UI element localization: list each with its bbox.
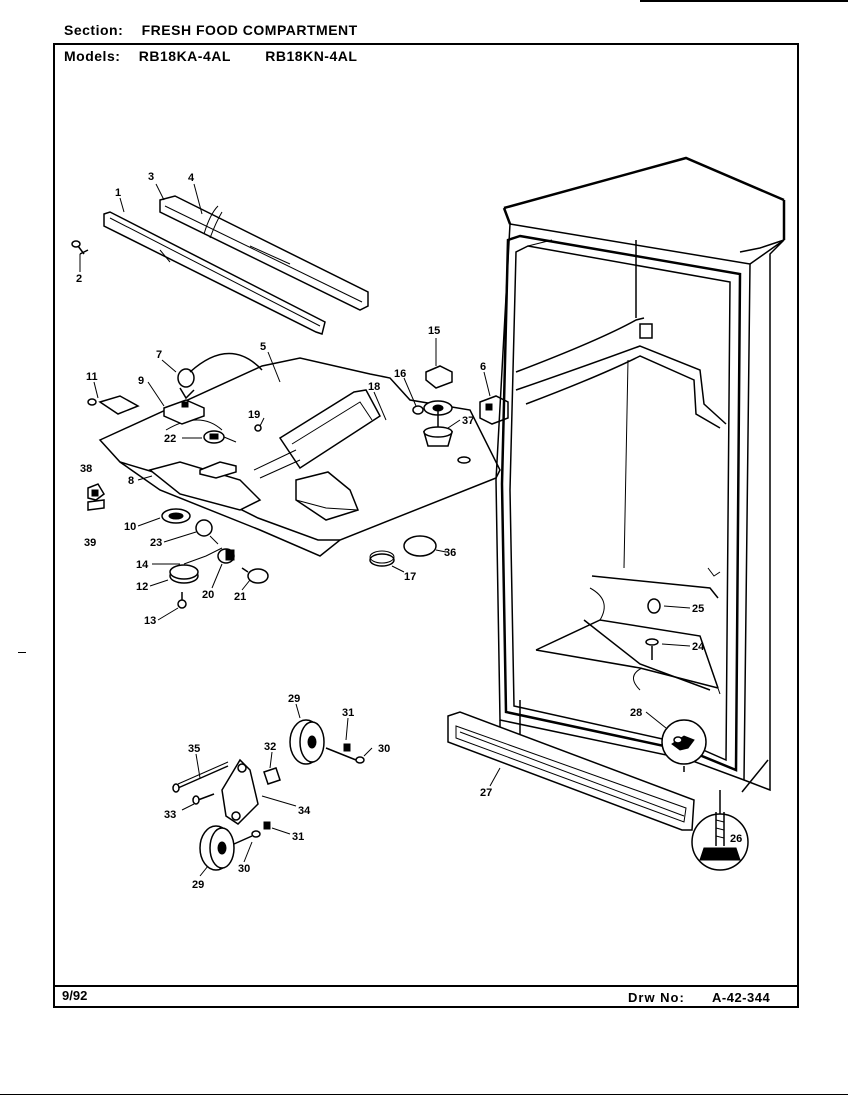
- axle-part-30-upper: [325, 747, 365, 764]
- callout-30-lower: 30: [238, 863, 250, 875]
- screw-part-2: [71, 240, 89, 255]
- models-label: Models:: [64, 48, 121, 64]
- hinge-part-6: [479, 395, 509, 425]
- drawing-number-label: Drw No:: [628, 990, 685, 1005]
- knob-part-37: [423, 426, 453, 447]
- model-number-2: RB18KN-4AL: [265, 48, 358, 64]
- callout-1: 1: [115, 187, 121, 199]
- ring-part-17: [369, 550, 395, 567]
- callout-35: 35: [188, 743, 200, 755]
- callout-36: 36: [444, 547, 456, 559]
- callout-19: 19: [248, 409, 260, 421]
- roller-part-29-lower: [199, 825, 235, 871]
- diagram-frame: [53, 43, 799, 1008]
- bracket-part-9: [163, 399, 205, 425]
- footer-divider: [53, 985, 799, 987]
- callout-27: 27: [480, 787, 492, 799]
- callout-3: 3: [148, 171, 154, 183]
- callout-25: 25: [692, 603, 704, 615]
- rail-part-1: [103, 211, 326, 335]
- callout-26: 26: [730, 833, 742, 845]
- clip-part-31-lower: [263, 821, 271, 830]
- callout-numbers: 1 2 3 4 5 6 7 8 9 10 11 12 13 14 15 16 1…: [76, 171, 742, 891]
- callout-22: 22: [164, 433, 176, 445]
- callout-15: 15: [428, 325, 440, 337]
- gear-part-12: [169, 564, 199, 584]
- callout-28: 28: [630, 707, 642, 719]
- top-edge-rule: [640, 0, 848, 2]
- callout-14: 14: [136, 559, 149, 571]
- control-housing-part-5: [98, 357, 501, 557]
- section-label: Section:: [64, 22, 124, 38]
- leveling-leg-detail-part-26: [691, 790, 749, 871]
- callout-29-lower: 29: [192, 879, 204, 891]
- clip-part-38: [87, 483, 105, 501]
- toe-grille-part-27: [447, 711, 695, 831]
- callout-20: 20: [202, 589, 214, 601]
- callout-7: 7: [156, 349, 162, 361]
- callout-23: 23: [150, 537, 162, 549]
- pin-part-33: [192, 793, 215, 805]
- socket-part-20: [217, 548, 235, 564]
- callout-39: 39: [84, 537, 96, 549]
- spacer-part-32: [263, 767, 281, 785]
- callout-37: 37: [462, 415, 474, 427]
- roller-part-29-upper: [289, 719, 325, 765]
- screw-part-13: [177, 592, 187, 609]
- callout-24: 24: [692, 641, 705, 653]
- damper-part-16: [412, 405, 424, 415]
- wire-part-14: [183, 547, 223, 565]
- callout-33: 33: [164, 809, 176, 821]
- callout-9: 9: [138, 375, 144, 387]
- section-header: Section: FRESH FOOD COMPARTMENT: [64, 22, 358, 38]
- rail-part-3: [159, 195, 369, 311]
- callout-18: 18: [368, 381, 380, 393]
- screw-part-19: [254, 424, 262, 432]
- callout-16: 16: [394, 368, 406, 380]
- callout-31-lower: 31: [292, 831, 304, 843]
- callout-31-upper: 31: [342, 707, 354, 719]
- rail-part-4: [203, 205, 223, 239]
- leader-lines: [79, 183, 691, 877]
- callout-32: 32: [264, 741, 276, 753]
- date-code: 9/92: [62, 988, 88, 1003]
- callout-13: 13: [144, 615, 156, 627]
- drawing-number: A-42-344: [712, 990, 771, 1005]
- callout-4: 4: [188, 172, 195, 184]
- callout-6: 6: [480, 361, 486, 373]
- callout-30-upper: 30: [378, 743, 390, 755]
- margin-tick: [18, 652, 26, 653]
- control-knob-part-15: [423, 365, 453, 430]
- section-value: FRESH FOOD COMPARTMENT: [141, 22, 358, 38]
- bolt-part-35: [172, 761, 229, 793]
- callout-12: 12: [136, 581, 148, 593]
- callout-38: 38: [80, 463, 92, 475]
- refrigerator-cabinet: [495, 156, 786, 793]
- lamp-cover-part-36: [403, 535, 437, 557]
- axle-part-30-lower: [233, 830, 261, 845]
- callout-17: 17: [404, 571, 416, 583]
- callout-21: 21: [234, 591, 246, 603]
- hinge-detail-part-28: [661, 719, 707, 772]
- callout-29-upper: 29: [288, 693, 300, 705]
- clip-part-11: [87, 395, 140, 415]
- bracket-part-34: [221, 758, 259, 825]
- models-header: Models: RB18KA-4AL RB18KN-4AL: [64, 48, 373, 64]
- thermostat-part-7: [177, 352, 263, 400]
- gear-part-10: [161, 508, 191, 524]
- bottom-edge-rule: [0, 1094, 848, 1095]
- clip-part-31-upper: [343, 743, 351, 752]
- model-number-1: RB18KA-4AL: [138, 48, 231, 64]
- callout-5: 5: [260, 341, 266, 353]
- callout-10: 10: [124, 521, 136, 533]
- callout-2: 2: [76, 273, 82, 285]
- callout-34: 34: [298, 805, 311, 817]
- light-socket-part-22: [203, 430, 237, 444]
- bulb-holder-part-23: [195, 519, 219, 545]
- callout-8: 8: [128, 475, 134, 487]
- bulb-part-21: [241, 567, 269, 584]
- callout-11: 11: [86, 371, 98, 383]
- clip-part-39: [87, 499, 105, 511]
